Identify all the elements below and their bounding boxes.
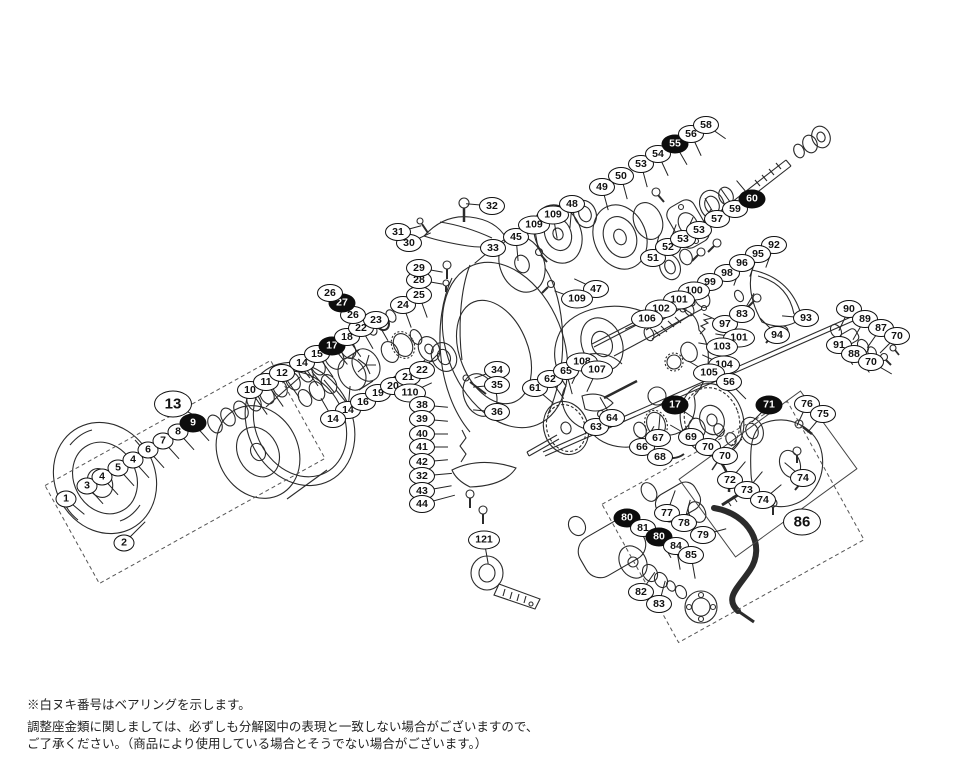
callout-17: 17 xyxy=(661,395,689,415)
callout-32: 32 xyxy=(479,197,505,215)
callout-82: 82 xyxy=(628,583,654,601)
disclaimer-note: 調整座金類に関しましては、必ずしも分解図中の表現と一致しない場合がございますので… xyxy=(27,719,538,753)
callout-67: 67 xyxy=(645,429,671,447)
disclaimer-line2: 調整座金類に関しましては、必ずしも分解図中の表現と一致しない場合がございますので… xyxy=(27,720,539,734)
assembly-box xyxy=(44,359,326,585)
callout-60: 60 xyxy=(738,189,766,209)
callout-74: 74 xyxy=(790,469,816,487)
callout-3: 3 xyxy=(76,477,98,495)
callout-53: 53 xyxy=(686,221,712,239)
callout-58: 58 xyxy=(693,116,719,134)
bearing-note: ※白ヌキ番号はベアリングを示します。 xyxy=(27,698,251,712)
disclaimer-line3: ご了承ください。（商品により使用している場合とそうでない場合がございます。） xyxy=(27,737,488,751)
callout-103: 103 xyxy=(706,337,738,357)
callout-121: 121 xyxy=(468,530,500,550)
callout-94: 94 xyxy=(764,326,790,344)
callout-75: 75 xyxy=(810,405,836,423)
callout-109: 109 xyxy=(537,205,569,225)
callout-44: 44 xyxy=(409,495,435,513)
callout-4: 4 xyxy=(91,468,113,486)
callout-50: 50 xyxy=(608,167,634,185)
callout-74: 74 xyxy=(750,491,776,509)
callout-68: 68 xyxy=(647,448,673,466)
callout-96: 96 xyxy=(729,254,755,272)
callout-13: 13 xyxy=(154,390,192,418)
callout-6: 6 xyxy=(137,441,159,459)
callout-31: 31 xyxy=(385,223,411,241)
callout-4: 4 xyxy=(122,451,144,469)
callout-106: 106 xyxy=(631,309,663,329)
callout-83: 83 xyxy=(729,305,755,323)
callout-83: 83 xyxy=(646,595,672,613)
callout-49: 49 xyxy=(589,178,615,196)
callout-93: 93 xyxy=(793,309,819,327)
callout-48: 48 xyxy=(559,195,585,213)
callout-12: 12 xyxy=(269,364,295,382)
callout-23: 23 xyxy=(363,311,389,329)
callout-78: 78 xyxy=(671,514,697,532)
callout-70: 70 xyxy=(884,327,910,345)
callout-26: 26 xyxy=(317,284,343,302)
callout-35: 35 xyxy=(484,376,510,394)
callout-86: 86 xyxy=(783,508,821,536)
callout-14: 14 xyxy=(320,410,346,428)
callout-109: 109 xyxy=(561,289,593,309)
callout-2: 2 xyxy=(113,534,135,552)
callout-36: 36 xyxy=(484,403,510,421)
callout-1: 1 xyxy=(55,490,77,508)
callout-107: 107 xyxy=(581,360,613,380)
callout-33: 33 xyxy=(480,239,506,257)
callout-22: 22 xyxy=(409,361,435,379)
callout-70: 70 xyxy=(858,353,884,371)
callout-79: 79 xyxy=(690,526,716,544)
callout-45: 45 xyxy=(503,228,529,246)
callout-71: 71 xyxy=(755,395,783,415)
assembly-box xyxy=(601,400,865,644)
callout-57: 57 xyxy=(704,210,730,228)
callout-64: 64 xyxy=(599,409,625,427)
callout-70: 70 xyxy=(712,447,738,465)
callout-7: 7 xyxy=(152,432,174,450)
callout-85: 85 xyxy=(678,546,704,564)
callout-9: 9 xyxy=(179,413,207,433)
callout-56: 56 xyxy=(716,373,742,391)
callout-29: 29 xyxy=(406,259,432,277)
